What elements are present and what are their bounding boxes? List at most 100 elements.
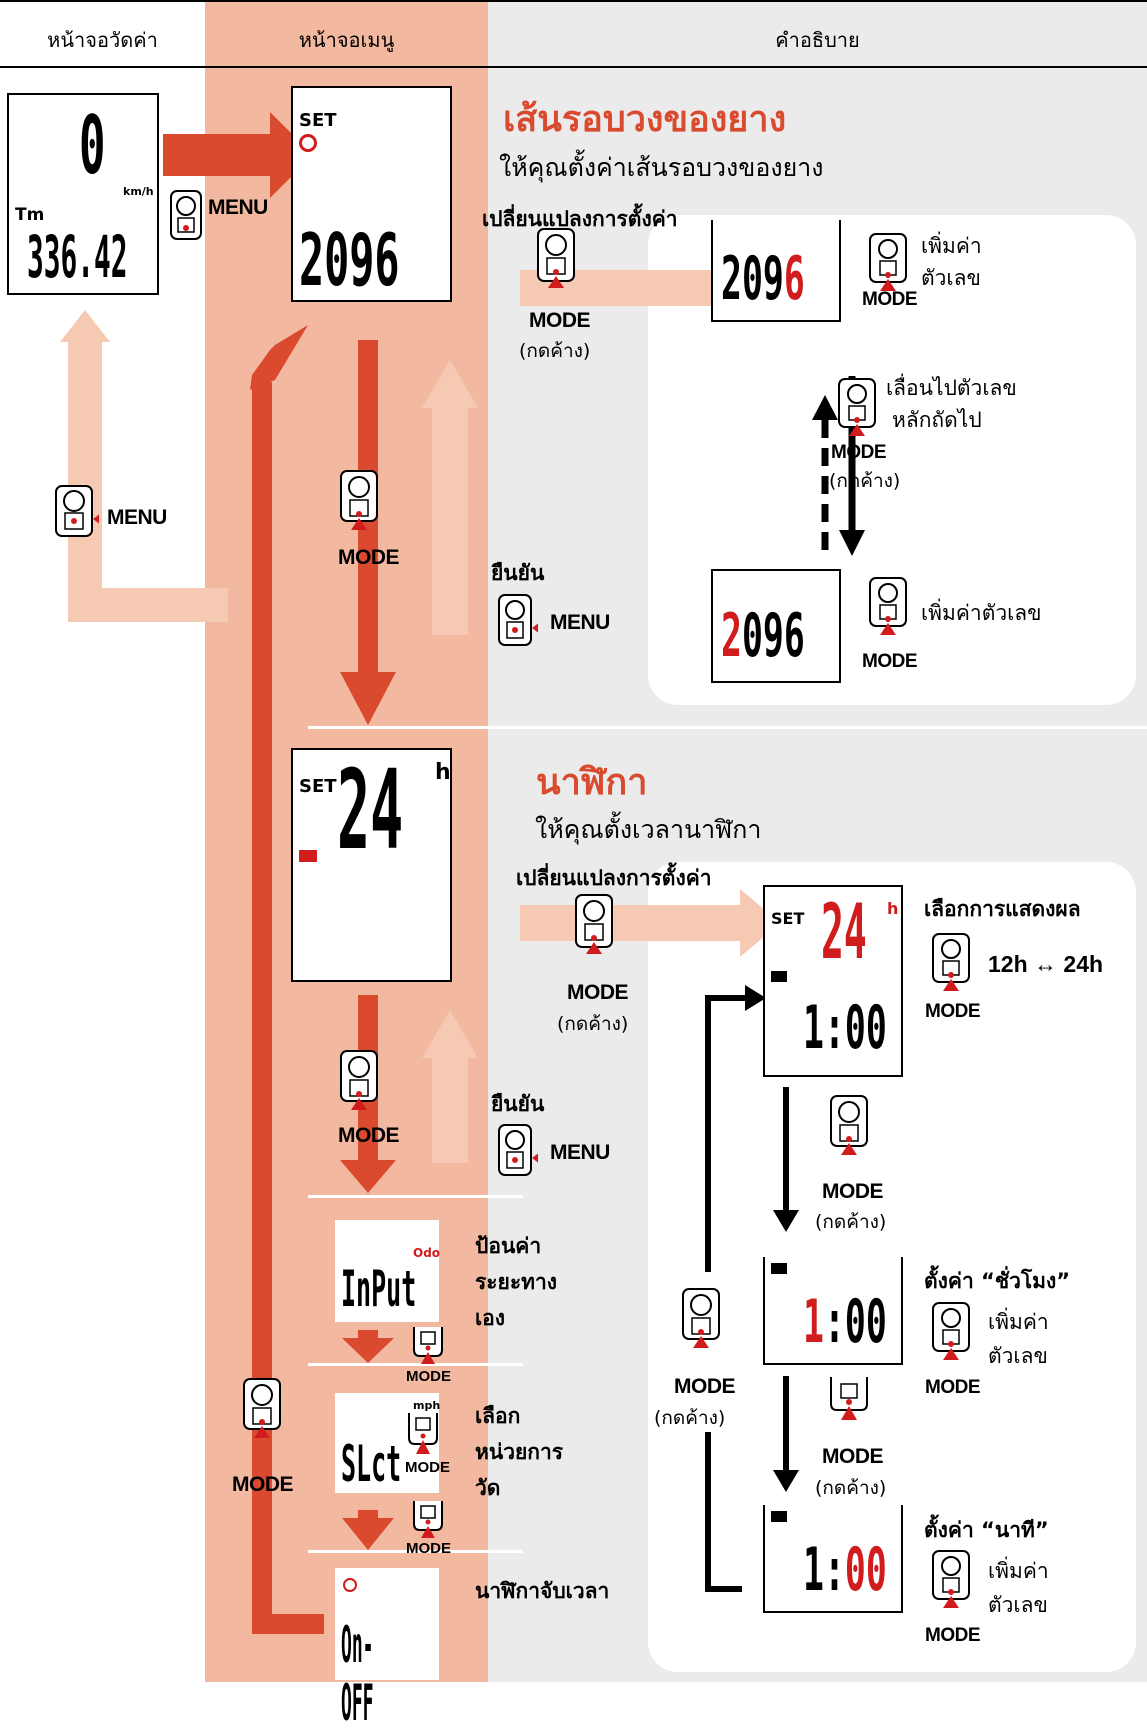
- mode-label-menu1: MODE: [338, 546, 400, 569]
- device-icon-mode-cp2[interactable]: [830, 1095, 870, 1155]
- device-icon-mode-odo[interactable]: [413, 1326, 443, 1366]
- device-icon-mode-return[interactable]: [243, 1378, 283, 1438]
- mode-label-tire: MODE: [529, 309, 591, 332]
- odo-label-line2: ระยะทาง: [475, 1270, 558, 1294]
- device-icon-mode-cp4[interactable]: [830, 1376, 870, 1422]
- stopwatch-screen-text: On-OFF: [341, 1616, 374, 1732]
- tire-increase-line2: ตัวเลข: [921, 266, 981, 290]
- device-icon-mode-tire[interactable]: [537, 228, 577, 288]
- device-icon-mode-menu2[interactable]: [340, 1050, 380, 1110]
- clock-step1-h: h: [887, 899, 899, 918]
- set-label: SET: [299, 110, 337, 131]
- clock-mode-value: 24: [337, 746, 404, 874]
- unit-tag: mph: [413, 1399, 441, 1412]
- tm-label: Tm: [15, 205, 45, 225]
- tire-title: เส้นรอบวงของยาง: [503, 99, 787, 140]
- mode-label-unit: MODE: [406, 1540, 451, 1557]
- device-icon-menu-2[interactable]: [55, 485, 99, 539]
- device-icon-mode-tp2[interactable]: [838, 378, 878, 438]
- mode-label-tp1: MODE: [862, 289, 918, 310]
- device-icon-menu-1[interactable]: [170, 190, 202, 240]
- clock-description: ให้คุณตั้งเวลานาฬิกา: [535, 815, 762, 844]
- clock-step1-time: 1:00: [803, 993, 887, 1063]
- clock-select-display: เลือกการแสดงผล: [924, 897, 1081, 921]
- mode-label-clock: MODE: [567, 981, 629, 1004]
- device-icon-mode-cp3[interactable]: [932, 1302, 972, 1362]
- mode-label-cp3: MODE: [925, 1377, 981, 1398]
- section-divider: [308, 726, 1147, 729]
- clock-set-minute: ตั้งค่า “นาที”: [924, 1518, 1049, 1542]
- tire-increase-line1: เพิ่มค่า: [921, 234, 982, 258]
- hold-label-tp2: (กดค้าง): [829, 470, 901, 492]
- clock-set-label: SET: [299, 776, 337, 797]
- sub-divider-3: [308, 1550, 523, 1553]
- device-icon-mode-loop[interactable]: [682, 1288, 722, 1348]
- mode-label-cp2: MODE: [822, 1180, 884, 1203]
- clock-confirm: ยืนยัน: [491, 1092, 545, 1116]
- device-icon-mode-tp3[interactable]: [869, 577, 909, 637]
- odo-lcd: Odo InPut: [335, 1220, 440, 1322]
- device-icon-mode-cp1[interactable]: [932, 933, 972, 993]
- device-icon-menu-confirm2[interactable]: [498, 1124, 538, 1178]
- header-description: คำอธิบาย: [775, 28, 860, 52]
- menu-label-2: MENU: [107, 506, 167, 529]
- unit-label-line1: เลือก: [475, 1404, 521, 1428]
- tire-next-line2: หลักถัดไป: [892, 408, 982, 432]
- stopwatch-label: นาฬิกาจับเวลา: [475, 1579, 610, 1603]
- tire-increase-inline: เพิ่มค่าตัวเลข: [921, 601, 1042, 625]
- device-icon-menu-confirm1[interactable]: [498, 594, 538, 648]
- clock-step3-icon: [771, 1511, 787, 1522]
- mode-label-cp5: MODE: [925, 1625, 981, 1646]
- minute-increase-line2: ตัวเลข: [988, 1593, 1048, 1617]
- device-icon-mode-unit-inner[interactable]: [408, 1412, 438, 1456]
- clock-toggle: 12h ↔ 24h: [988, 951, 1104, 977]
- clock-step1-lcd: SET 24 h 1:00: [763, 885, 903, 1077]
- tire-step2-value: 2096: [721, 601, 805, 671]
- measure-lcd: 0 km/h Tm 336.42: [7, 93, 159, 295]
- hold-label-clock: (กดค้าง): [557, 1013, 629, 1035]
- clock-step2-lcd: 1:00: [763, 1257, 903, 1365]
- speed-value: 0: [79, 99, 106, 192]
- menu-label-1: MENU: [208, 196, 268, 219]
- mode-label-cp4: MODE: [822, 1445, 884, 1468]
- mode-label-tp3: MODE: [862, 651, 918, 672]
- hold-label-cp2: (กดค้าง): [815, 1211, 887, 1233]
- tire-icon: [299, 134, 317, 152]
- device-icon-mode-tp1[interactable]: [869, 233, 909, 293]
- mode-label-loop: MODE: [674, 1375, 736, 1398]
- mode-label-tp2: MODE: [831, 442, 887, 463]
- mode-label-odo: MODE: [406, 1368, 451, 1385]
- hold-label-tire: (กดค้าง): [519, 340, 591, 362]
- odo-screen-text: InPut: [341, 1260, 417, 1318]
- tire-step1-lcd: 2096: [711, 220, 841, 322]
- menu-label-confirm1: MENU: [550, 611, 610, 634]
- hour-increase-line2: ตัวเลข: [988, 1344, 1048, 1368]
- header-menu-screen: หน้าจอเมนู: [298, 28, 395, 52]
- mode-label-menu2: MODE: [338, 1124, 400, 1147]
- minute-increase-line1: เพิ่มค่า: [988, 1559, 1049, 1583]
- tire-value: 2096: [299, 218, 400, 302]
- tire-next-line1: เลื่อนไปตัวเลข: [886, 376, 1017, 400]
- clock-h-suffix: h: [435, 760, 451, 785]
- tire-description: ให้คุณตั้งค่าเส้นรอบวงของยาง: [499, 153, 824, 182]
- header-measure-screen: หน้าจอวัดค่า: [47, 28, 158, 52]
- device-icon-mode-cp5[interactable]: [932, 1550, 972, 1610]
- mode-label-cp1: MODE: [925, 1001, 981, 1022]
- time-value: 336.42: [27, 223, 128, 291]
- device-icon-mode-unit[interactable]: [413, 1500, 443, 1540]
- device-icon-mode-menu1[interactable]: [340, 470, 380, 530]
- odo-label-line1: ป้อนค่า: [475, 1234, 542, 1258]
- stopwatch-icon: [343, 1578, 357, 1592]
- mode-label-unit-inner: MODE: [405, 1459, 450, 1476]
- sub-divider-2: [308, 1363, 523, 1366]
- tire-step1-value: 2096: [721, 244, 805, 314]
- tire-step2-lcd: 2096: [711, 569, 841, 683]
- unit-label-line2: หน่วยการ: [475, 1440, 564, 1464]
- clock-step3-lcd: 1:00: [763, 1505, 903, 1613]
- device-icon-mode-clock[interactable]: [575, 894, 615, 954]
- clock-step3-time: 1:00: [803, 1535, 887, 1605]
- sub-divider-1: [308, 1195, 523, 1198]
- clock-icon: [299, 850, 317, 862]
- clock-step1-set: SET: [771, 909, 805, 928]
- mode-label-return: MODE: [232, 1473, 294, 1496]
